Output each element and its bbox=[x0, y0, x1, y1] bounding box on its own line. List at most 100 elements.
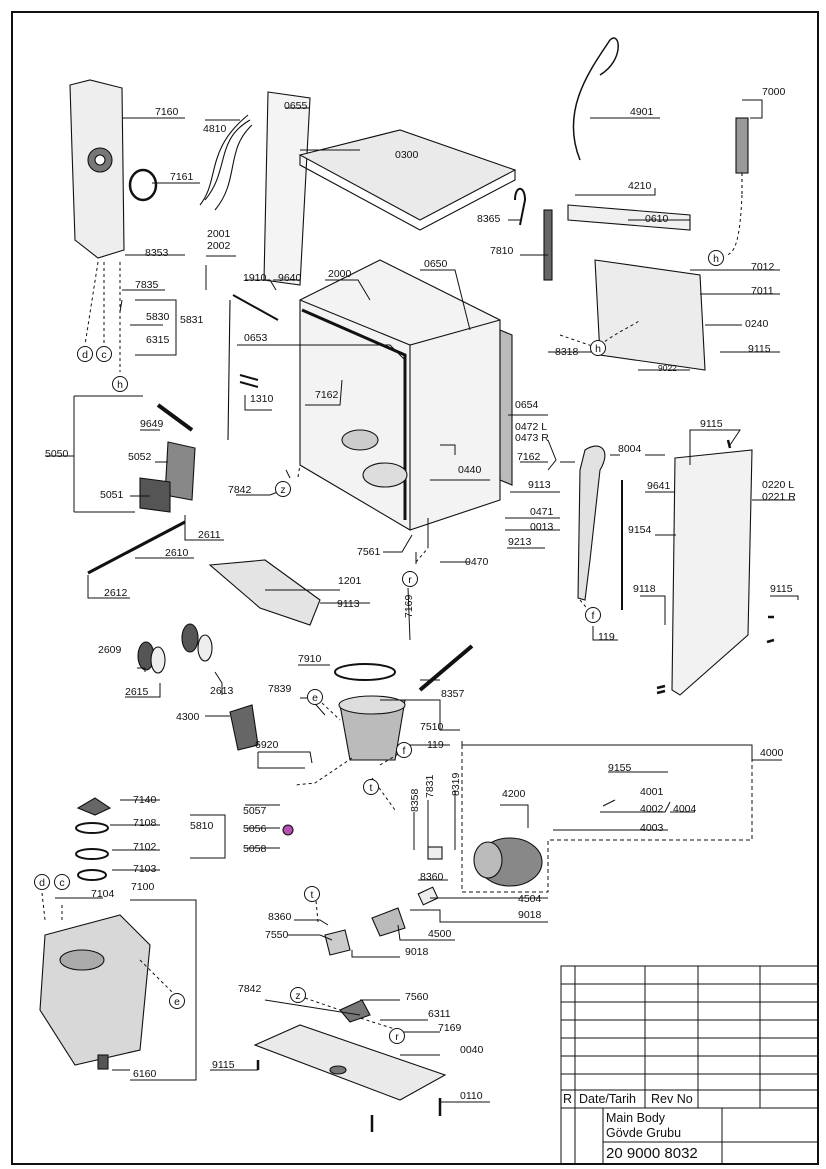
label-119b: 119 bbox=[427, 739, 444, 751]
label-4300: 4300 bbox=[176, 711, 200, 723]
tb-title-tr: Gövde Grubu bbox=[606, 1126, 681, 1140]
label-9649: 9649 bbox=[140, 418, 164, 430]
label-2613: 2613 bbox=[210, 685, 234, 697]
label-5810: 5810 bbox=[190, 820, 214, 832]
label-0650: 0650 bbox=[424, 258, 448, 270]
label-7100: 7100 bbox=[131, 881, 155, 893]
part-1910-strip bbox=[232, 294, 279, 321]
callout-e2: e bbox=[174, 996, 180, 1008]
part-0240-shape bbox=[594, 259, 706, 371]
part-4901-hose bbox=[572, 37, 619, 161]
callout-t: t bbox=[370, 782, 373, 794]
part-8004-arm bbox=[577, 445, 606, 601]
label-4200: 4200 bbox=[502, 788, 526, 800]
callout-f2: f bbox=[403, 745, 406, 757]
callout-z: z bbox=[280, 484, 285, 496]
callout-t2: t bbox=[311, 889, 314, 901]
label-0655: 0655 bbox=[284, 100, 308, 112]
part-8365-shape bbox=[514, 187, 527, 226]
part-1310-shape bbox=[239, 374, 259, 388]
label-6160: 6160 bbox=[133, 1068, 157, 1080]
part-1201-shape bbox=[208, 559, 321, 626]
part-0040-base bbox=[253, 1024, 447, 1101]
tb-rev-label: Rev No bbox=[651, 1092, 693, 1106]
label-9641: 9641 bbox=[647, 480, 671, 492]
label-9155: 9155 bbox=[608, 762, 632, 774]
label-4004: 4004 bbox=[673, 803, 697, 815]
label-7108: 7108 bbox=[133, 817, 157, 829]
part-5051-shape bbox=[139, 477, 171, 513]
callout-e: e bbox=[312, 692, 318, 704]
label-1910: 1910 bbox=[243, 272, 267, 284]
label-2001: 2001 bbox=[207, 228, 231, 240]
label-7140: 7140 bbox=[133, 794, 157, 806]
label-2609: 2609 bbox=[98, 644, 122, 656]
callout-z2: z bbox=[295, 990, 300, 1002]
part-7810-spring bbox=[543, 209, 553, 281]
label-0473: 0473 R bbox=[515, 432, 549, 444]
label-8318: 8318 bbox=[555, 346, 579, 358]
label-0240: 0240 bbox=[745, 318, 769, 330]
callout-h: h bbox=[117, 379, 123, 391]
label-7560: 7560 bbox=[405, 991, 429, 1003]
label-0470: 0470 bbox=[465, 556, 489, 568]
part-5052-shape bbox=[164, 441, 196, 501]
label-7000: 7000 bbox=[762, 86, 786, 98]
label-7550: 7550 bbox=[265, 929, 289, 941]
label-7161: 7161 bbox=[170, 171, 194, 183]
label-7910: 7910 bbox=[298, 653, 322, 665]
tb-title-en: Main Body bbox=[606, 1111, 666, 1125]
label-2612: 2612 bbox=[104, 587, 128, 599]
part-0220-panel bbox=[671, 449, 753, 696]
label-5050: 5050 bbox=[45, 448, 69, 460]
label-2615: 2615 bbox=[125, 686, 149, 698]
part-7000-shape bbox=[735, 117, 749, 174]
label-4504: 4504 bbox=[518, 893, 542, 905]
label-5057: 5057 bbox=[243, 805, 267, 817]
part-drawings bbox=[39, 37, 775, 1132]
label-0472: 0472 L bbox=[515, 421, 547, 433]
label-9018b: 9018 bbox=[405, 946, 429, 958]
callout-f: f bbox=[592, 610, 595, 622]
part-7100-container bbox=[39, 914, 151, 1066]
label-4500: 4500 bbox=[428, 928, 452, 940]
label-8360b: 8360 bbox=[268, 911, 292, 923]
part-2610-rod bbox=[87, 520, 186, 575]
label-2002: 2002 bbox=[207, 240, 231, 252]
label-7103: 7103 bbox=[133, 863, 157, 875]
callout-d2: d bbox=[39, 877, 45, 889]
label-0440: 0440 bbox=[458, 464, 482, 476]
label-7831: 7831 bbox=[424, 774, 436, 798]
label-7162: 7162 bbox=[315, 389, 339, 401]
label-5051: 5051 bbox=[100, 489, 124, 501]
label-4002: 4002 bbox=[640, 803, 664, 815]
label-7839: 7839 bbox=[268, 683, 292, 695]
label-2000: 2000 bbox=[328, 268, 352, 280]
callout-c2: c bbox=[59, 877, 64, 889]
title-block-text: R Date/Tarih Rev No Main Body Gövde Grub… bbox=[563, 1092, 698, 1162]
label-8358: 8358 bbox=[409, 788, 421, 812]
label-9115: 9115 bbox=[748, 343, 771, 355]
part-5056-shape bbox=[282, 824, 294, 836]
label-9022: 9022 bbox=[658, 363, 677, 373]
label-8360: 8360 bbox=[420, 871, 444, 883]
label-6311: 6311 bbox=[428, 1008, 451, 1020]
label-7169: 7169 bbox=[403, 594, 415, 618]
label-4210: 4210 bbox=[628, 180, 652, 192]
part-7550-shape bbox=[324, 929, 351, 956]
label-1201: 1201 bbox=[338, 575, 362, 587]
label-5831: 5831 bbox=[180, 314, 204, 326]
label-4000: 4000 bbox=[760, 747, 784, 759]
label-119: 119 bbox=[598, 631, 615, 643]
label-8365: 8365 bbox=[477, 213, 501, 225]
label-7104: 7104 bbox=[91, 888, 115, 900]
label-7561: 7561 bbox=[357, 546, 381, 558]
callout-letter-text: d c h h h z r f e f t t d c e z r bbox=[39, 253, 719, 1043]
label-0471: 0471 bbox=[530, 506, 554, 518]
label-5056: 5056 bbox=[243, 823, 267, 835]
tb-date-label: Date/Tarih bbox=[579, 1092, 636, 1106]
label-9113: 9113 bbox=[528, 479, 551, 491]
label-4001: 4001 bbox=[640, 786, 664, 798]
part-2615-shape bbox=[150, 646, 166, 674]
